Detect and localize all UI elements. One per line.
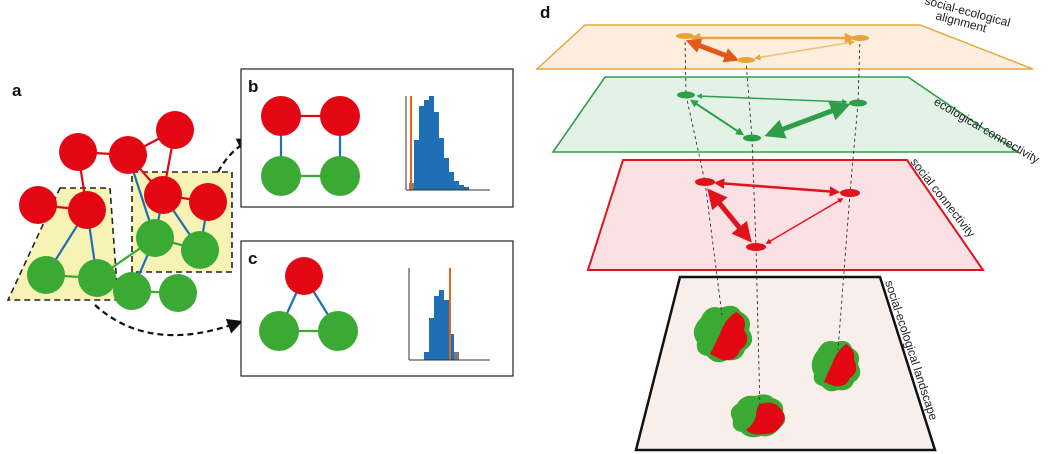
panel-a-label: a [12, 81, 22, 100]
ecological-layer-node [849, 99, 867, 107]
ecological-layer-node [677, 91, 695, 99]
social-layer-node [695, 178, 715, 186]
ecological-node [113, 272, 151, 310]
ecological-node [259, 311, 299, 351]
ecological-node [27, 256, 65, 294]
alignment-plane [535, 24, 1034, 70]
landscape-patch [730, 394, 786, 438]
social-node [189, 183, 227, 221]
social-node [156, 111, 194, 149]
ecological-node [78, 259, 116, 297]
panel-d: d social-ecological landscape social con… [535, 0, 1042, 452]
social-node [19, 186, 57, 224]
panel-d-label: d [540, 3, 550, 22]
panel-c: c [240, 240, 514, 377]
alignment-node [851, 35, 869, 41]
alignment-node [676, 33, 694, 39]
ecological-node [181, 231, 219, 269]
social-layer-node [840, 189, 860, 197]
landscape-patch [693, 305, 753, 363]
panel-c-label: c [248, 249, 257, 268]
ecological-node [136, 219, 174, 257]
histogram-bars [424, 290, 459, 360]
alignment-node [737, 57, 755, 63]
panel-a: a [6, 81, 253, 337]
ecological-layer-node [743, 134, 761, 142]
histogram-b [405, 96, 490, 191]
histogram-c [408, 268, 490, 361]
social-node [144, 176, 182, 214]
social-node [320, 96, 360, 136]
ecological-network [677, 91, 867, 142]
ecological-node [261, 156, 301, 196]
social-node [285, 257, 323, 295]
social-node [68, 191, 106, 229]
arrow-to-c-icon [94, 304, 243, 337]
landscape-patch [811, 340, 861, 392]
alignment-network [676, 32, 869, 63]
social-network [695, 178, 860, 251]
network-nodes [19, 111, 227, 312]
social-node [109, 136, 147, 174]
social-node [261, 96, 301, 136]
social-node [59, 133, 97, 171]
motif-triangle [259, 257, 358, 351]
social-layer-node [746, 243, 766, 251]
panel-b: b [240, 68, 514, 208]
panel-b-label: b [248, 77, 258, 96]
ecological-node [320, 156, 360, 196]
ecological-node [318, 311, 358, 351]
motif-square [261, 96, 360, 196]
ecological-node [159, 274, 197, 312]
panel-c-box [240, 240, 514, 377]
